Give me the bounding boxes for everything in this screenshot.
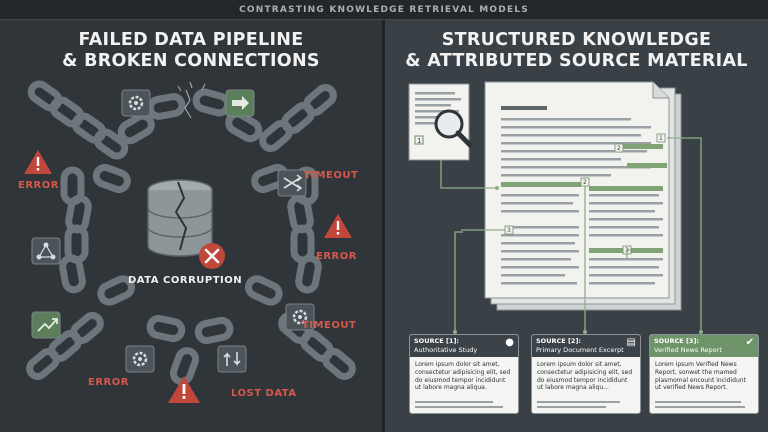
- person-icon: ●: [505, 337, 514, 348]
- chain-link: [117, 112, 155, 145]
- text-placeholder-lines: [537, 398, 635, 408]
- source-card-1[interactable]: SOURCE [1]:Authoritative Study ● Lorem i…: [409, 334, 519, 414]
- connector-lines: [440, 137, 702, 332]
- chain-link: [97, 275, 136, 306]
- chain-link: [194, 316, 234, 345]
- gear-icon: [125, 345, 155, 373]
- source-card-title: SOURCE [1]:: [414, 337, 460, 345]
- source-card-body: Lorem ipsum dolor sit amet, consectetur …: [415, 361, 511, 392]
- magnifier-icon: [434, 109, 473, 148]
- highlight-mark: [501, 182, 581, 187]
- network-nodes-icon: [31, 237, 61, 265]
- chain-link: [93, 128, 129, 160]
- chain-link: [259, 120, 293, 152]
- source-card-subtitle: Primary Document Excerpt: [536, 345, 624, 354]
- source-card-subtitle: Authoritative Study: [414, 345, 478, 354]
- citation-marker: 2: [617, 145, 621, 152]
- chain-link: [322, 348, 356, 380]
- warning-triangle-icon: [324, 214, 352, 238]
- main-document: 1 2 2 3 3: [484, 81, 670, 299]
- route-arrows-icon: [217, 345, 247, 373]
- left-panel: FAILED DATA PIPELINE & BROKEN CONNECTION…: [0, 20, 382, 432]
- source-card-subtitle: Verified News Report: [654, 345, 722, 354]
- right-title-line2: & ATTRIBUTED SOURCE MATERIAL: [405, 51, 748, 71]
- chain-link: [244, 275, 283, 306]
- timeout-label: TIMEOUT: [302, 320, 357, 331]
- warning-triangle-icon: [24, 150, 52, 174]
- left-title-line1: FAILED DATA PIPELINE: [78, 30, 304, 50]
- citation-marker: 3: [507, 227, 511, 234]
- citation-marker: 1: [659, 135, 663, 142]
- close-circle-icon: [199, 243, 225, 269]
- source-card-2[interactable]: SOURCE [2]:Primary Document Excerpt ▤ Lo…: [531, 334, 641, 414]
- chain-link: [192, 88, 232, 117]
- warning-triangle-icon: [168, 376, 200, 403]
- chain-link: [169, 347, 200, 386]
- left-title-line2: & BROKEN CONNECTIONS: [62, 51, 320, 71]
- chain-link: [146, 314, 186, 343]
- broken-chain-illustration: [24, 80, 356, 403]
- chain-link: [92, 163, 131, 194]
- header-bar: CONTRASTING KNOWLEDGE RETRIEVAL MODELS: [0, 0, 768, 20]
- source-card-3[interactable]: SOURCE [3]:Verified News Report ✔ Lorem …: [649, 334, 759, 414]
- citation-marker: 2: [583, 179, 587, 186]
- timeout-label: TIMEOUT: [304, 170, 359, 181]
- right-title-line1: STRUCTURED KNOWLEDGE: [441, 30, 712, 50]
- error-label: ERROR: [18, 180, 59, 191]
- highlight-mark: [627, 163, 667, 168]
- panel-divider: [382, 20, 385, 432]
- highlight-mark: [621, 144, 663, 149]
- text-placeholder-lines: [415, 398, 513, 408]
- trend-arrow-icon: [31, 311, 61, 339]
- database-icon: [147, 179, 213, 257]
- highlight-mark: [589, 186, 663, 191]
- structured-document-illustration: 1: [408, 81, 703, 334]
- data-corruption-label: DATA CORRUPTION: [128, 275, 243, 286]
- chain-link: [59, 254, 86, 294]
- header-title: CONTRASTING KNOWLEDGE RETRIEVAL MODELS: [239, 4, 529, 15]
- citation-marker: 1: [417, 137, 421, 145]
- chain-link: [146, 93, 186, 120]
- crack-lines: [177, 81, 206, 119]
- text-placeholder-lines: [655, 398, 753, 408]
- shuffle-icon: [277, 169, 307, 197]
- chain-link: [295, 254, 322, 294]
- chain-link: [225, 110, 263, 143]
- error-label: ERROR: [316, 251, 357, 262]
- source-card-body: Lorem ipsum Verified News Report, sonwet…: [655, 361, 746, 392]
- check-icon: ✔: [745, 337, 754, 348]
- source-card-body: Lorem ipsum dolor sit amet, consectetur …: [537, 361, 633, 392]
- gear-icon: [121, 89, 151, 117]
- settings-gear-icon: [285, 303, 315, 331]
- lost-data-label: LOST DATA: [231, 388, 297, 399]
- source-card-title: SOURCE [2]:: [536, 337, 582, 345]
- source-card-title: SOURCE [3]:: [654, 337, 700, 345]
- document-icon: ▤: [626, 337, 636, 348]
- chain-link: [26, 348, 60, 380]
- right-panel: STRUCTURED KNOWLEDGE & ATTRIBUTED SOURCE…: [385, 20, 768, 432]
- error-label: ERROR: [88, 377, 129, 388]
- arrow-right-icon: [225, 89, 255, 117]
